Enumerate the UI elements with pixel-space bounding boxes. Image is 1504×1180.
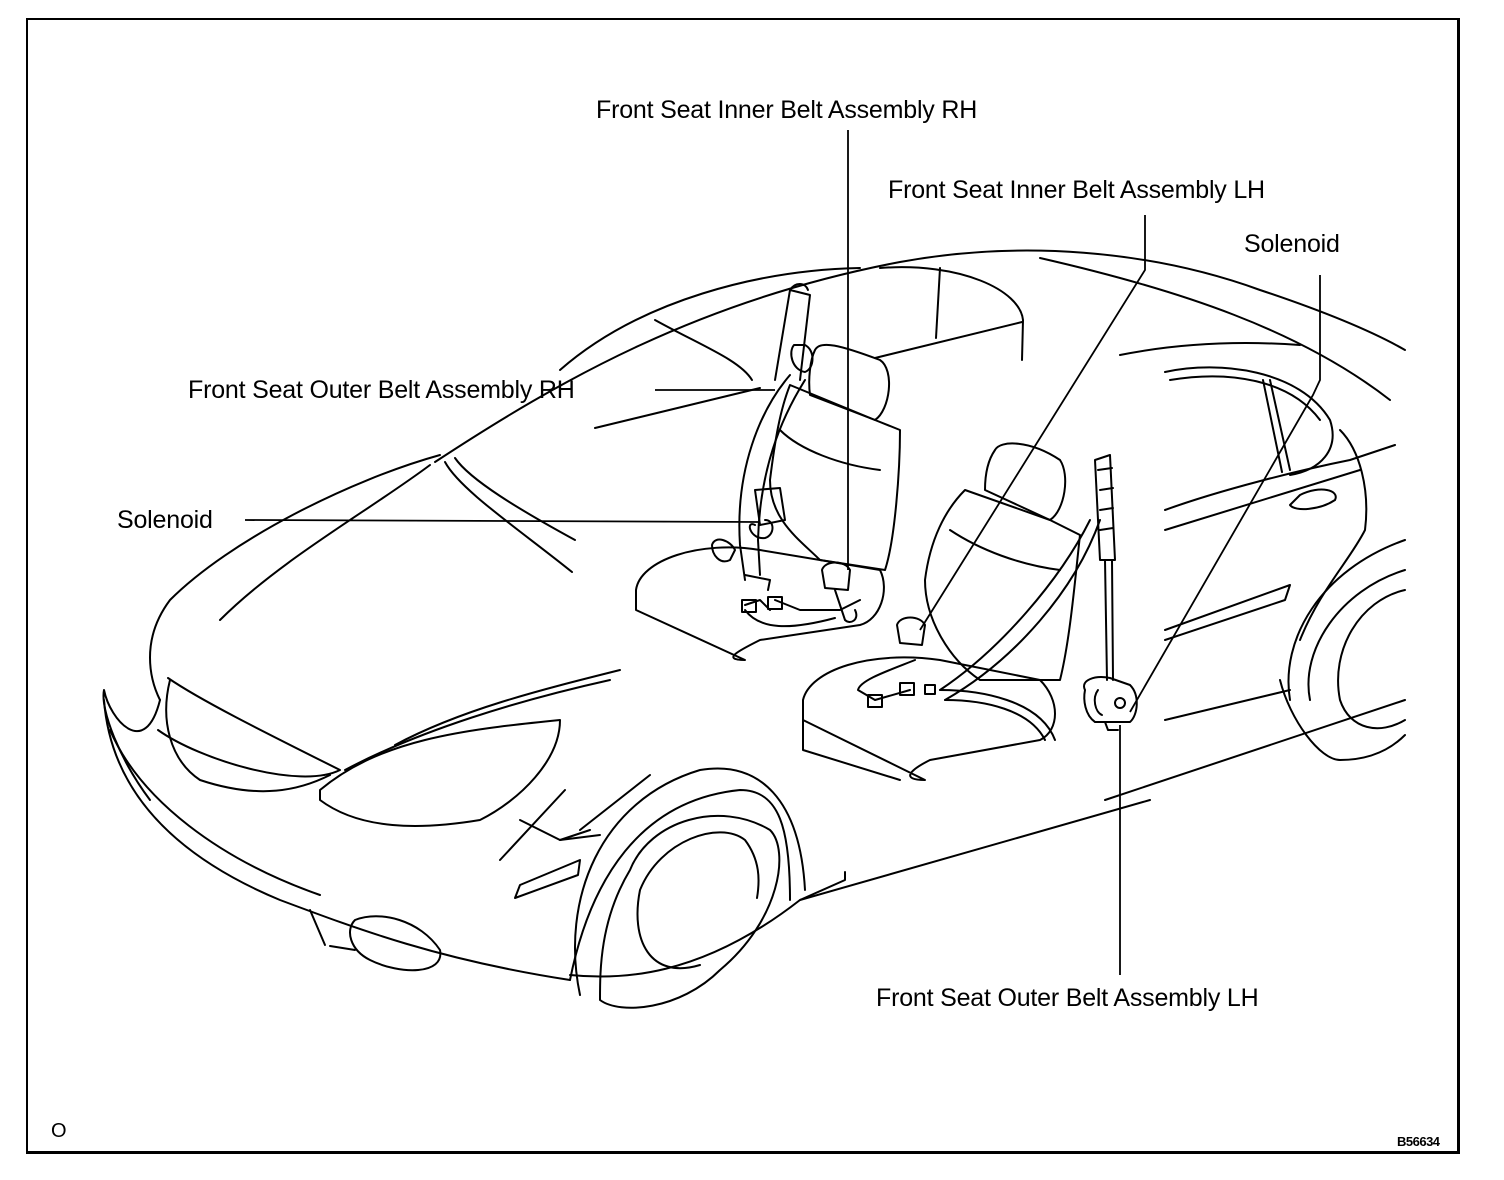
label-solenoid-rh-side: Solenoid — [117, 506, 213, 534]
door-belt-line — [1164, 444, 1396, 511]
front-wheel-arch — [574, 767, 806, 996]
bumper — [103, 699, 571, 981]
lh-seat-back — [924, 489, 1081, 681]
headlight — [319, 719, 561, 827]
rear-window — [879, 266, 1024, 361]
label-solenoid-lh-side: Solenoid — [1244, 230, 1340, 258]
rear-wheel — [1337, 589, 1406, 730]
rh-outer-belt-pillar — [774, 289, 811, 381]
windshield-top — [559, 267, 861, 371]
rear-quarter — [1299, 429, 1368, 641]
rh-outer-belt-webbing — [738, 374, 791, 581]
lower-body-line — [569, 799, 1151, 978]
leader-inner-lh — [919, 215, 1146, 631]
label-front-seat-inner-belt-rh: Front Seat Inner Belt Assembly RH — [596, 96, 978, 124]
front-wheel — [599, 815, 781, 1009]
grille — [165, 679, 331, 793]
rh-harness — [744, 599, 861, 611]
corner-mark: O — [51, 1120, 67, 1142]
rh-inner-buckle — [821, 561, 851, 591]
door-handle — [1289, 488, 1337, 511]
rh-seat-headrest — [808, 343, 891, 421]
lh-inner-buckle — [896, 616, 926, 646]
rh-seat-cushion — [635, 546, 885, 661]
front-fascia — [157, 677, 341, 778]
rear-wheel-arch — [1287, 539, 1406, 701]
lh-solenoid-retractor — [1083, 676, 1138, 723]
roof-rear-line — [1039, 257, 1391, 401]
a-pillar — [654, 319, 753, 381]
leader-solenoid-left — [244, 519, 761, 523]
label-front-seat-inner-belt-lh: Front Seat Inner Belt Assembly LH — [888, 176, 1265, 204]
lh-seat-cushion — [802, 656, 1056, 781]
fog-light — [349, 915, 442, 972]
lh-seat-headrest — [984, 442, 1067, 521]
figure-code: B56634 — [1397, 1134, 1440, 1149]
rh-solenoid-retractor — [754, 487, 786, 526]
label-front-seat-outer-belt-rh: Front Seat Outer Belt Assembly RH — [188, 376, 575, 404]
rear-door-window — [1164, 366, 1334, 476]
roof-outline — [434, 249, 1406, 463]
side-marker — [514, 859, 581, 899]
lh-outer-belt-webbing — [939, 519, 1091, 691]
leader-solenoid-right — [1129, 275, 1321, 713]
lh-harness — [857, 659, 916, 701]
label-front-seat-outer-belt-lh: Front Seat Outer Belt Assembly LH — [876, 984, 1259, 1012]
diagram-frame — [26, 18, 1460, 1154]
hood-edge — [149, 454, 441, 701]
